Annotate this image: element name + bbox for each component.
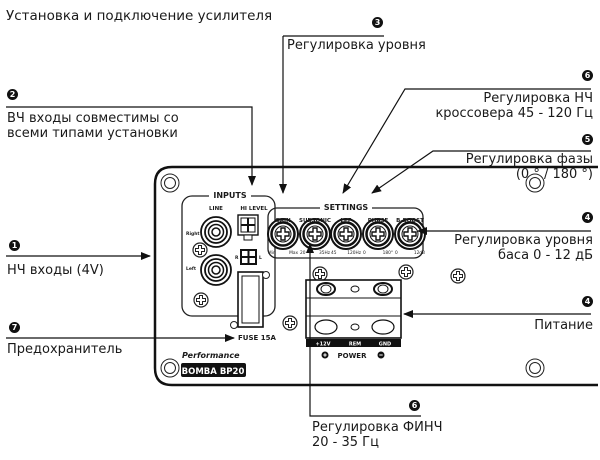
callout-number-badge: 7 <box>9 322 20 333</box>
callout-bass-boost: Регулировка уровня баса 0 - 12 дБ <box>454 233 593 263</box>
knob-b-boost[interactable]: B-BOOST 0 12dB <box>393 217 427 256</box>
amplifier-panel <box>153 165 598 387</box>
callout-number-badge: 4 <box>582 296 593 307</box>
callout-line: ВЧ входы совместимы со <box>7 111 179 126</box>
callout-hf-inputs: ВЧ входы совместимы со всеми типами уста… <box>7 111 179 141</box>
knob-name-label: SUBSONIC <box>299 218 331 224</box>
terminal-label: +12V <box>315 342 330 348</box>
callout-number-badge: 5 <box>582 134 593 145</box>
callout-line: Регулировка уровня <box>287 38 426 53</box>
knob-lpf[interactable]: LPF 45 120Hz <box>329 217 363 256</box>
callout-line: Предохранитель <box>7 342 123 357</box>
terminal-label: REM <box>349 342 361 348</box>
callout-line: (0 ° / 180 °) <box>515 167 593 182</box>
screw-icon <box>450 268 466 284</box>
callout-number-badge: 4 <box>582 212 593 223</box>
callout-line: Регулировка ФИНЧ <box>312 420 443 435</box>
knob-name-label: LPF <box>340 218 352 224</box>
mount-hole-icon <box>525 358 545 378</box>
callout-phase: Регулировка фазы (0 ° / 180 °) <box>466 152 593 182</box>
knob-min-label: 0 <box>363 250 366 256</box>
page-title: Установка и подключение усилителя <box>6 8 273 24</box>
knob-min-label: 0 <box>395 250 398 256</box>
callout-line: баса 0 - 12 дБ <box>497 248 593 263</box>
knob-max-label: 180° <box>383 250 393 256</box>
r-label: R <box>235 255 239 261</box>
callout-line: Питание <box>534 318 593 333</box>
screw-icon <box>192 242 208 258</box>
brand-label: Performance <box>182 351 240 360</box>
screw-icon <box>398 264 414 280</box>
callout-number-badge: 2 <box>7 89 18 100</box>
knob-min-label: 20 <box>300 250 306 256</box>
callout-lf-inputs: НЧ входы (4V) <box>7 263 104 278</box>
screw-icon <box>193 292 209 308</box>
callout-level: Регулировка уровня <box>287 38 426 53</box>
screw-icon <box>312 266 328 282</box>
screw-icon <box>282 315 298 331</box>
callout-line: Регулировка уровня <box>454 233 593 248</box>
callout-number-badge: 6 <box>409 400 420 411</box>
callout-number-badge: 6 <box>582 70 593 81</box>
callout-line: всеми типами установки <box>7 126 178 141</box>
right-label: Right <box>186 231 200 237</box>
model-label: BOMBA BP20 <box>182 367 245 377</box>
knob-name-label: GAIN <box>275 218 291 224</box>
left-label: Left <box>186 266 197 272</box>
settings-header: SETTINGS <box>324 203 369 212</box>
fuse-label: FUSE 15A <box>238 334 276 342</box>
knob-max-label: 120Hz <box>347 250 361 256</box>
callout-number-badge: 3 <box>372 17 383 28</box>
terminal-label: GND <box>379 342 391 348</box>
callout-line: 20 - 35 Гц <box>312 435 379 450</box>
l-label: L <box>259 255 262 261</box>
knob-max-label: Max <box>289 250 298 256</box>
knob-subsonic[interactable]: SUBSONIC 20 35Hz <box>298 217 332 256</box>
knob-min-label: 45 <box>331 250 337 256</box>
knob-name-label: B-BOOST <box>396 218 424 224</box>
callout-subsonic: Регулировка ФИНЧ 20 - 35 Гц <box>312 420 443 450</box>
power-label: POWER <box>338 352 368 360</box>
knob-min-label: Min <box>268 250 276 256</box>
callout-number-badge: 1 <box>9 240 20 251</box>
mount-hole-icon <box>160 358 180 378</box>
knob-name-label: PHASE <box>368 218 389 224</box>
callout-line: Регулировка НЧ <box>483 91 593 106</box>
callout-power: Питание <box>534 318 593 333</box>
rca-left-input <box>200 254 232 286</box>
callout-line: НЧ входы (4V) <box>7 263 104 278</box>
callout-line: кроссовера 45 - 120 Гц <box>435 106 593 121</box>
rca-right-input <box>200 216 232 248</box>
callout-fuse: Предохранитель <box>7 342 122 357</box>
knob-max-label: 12dB <box>414 250 425 256</box>
callout-lpf: Регулировка НЧ кроссовера 45 - 120 Гц <box>435 91 593 121</box>
knob-max-label: 35Hz <box>319 250 331 256</box>
callout-line: Регулировка фазы <box>465 152 593 167</box>
inputs-header: INPUTS <box>213 191 246 200</box>
line-label: LINE <box>209 206 223 212</box>
mount-hole-icon <box>160 173 180 193</box>
hi-level-label: HI LEVEL <box>240 206 268 212</box>
knob-gain[interactable]: GAIN Min Max <box>266 217 300 256</box>
